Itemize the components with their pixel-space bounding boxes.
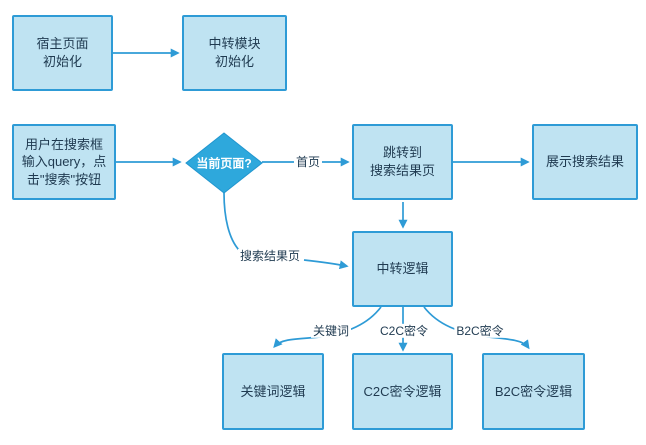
node-user-search-input-label: 用户在搜索框 输入query，点 击"搜索"按钮 (21, 136, 107, 187)
node-c2c-logic: C2C密令逻辑 (352, 353, 453, 430)
decision-diamond (185, 132, 263, 194)
edge-label-keyword: 关键词 (310, 323, 352, 339)
node-show-search-results: 展示搜索结果 (532, 124, 638, 200)
node-relay-logic: 中转逻辑 (352, 231, 453, 307)
edge-label-b2c-password: B2C密令 (454, 323, 506, 339)
node-c2c-logic-label: C2C密令逻辑 (363, 383, 442, 399)
node-b2c-logic: B2C密令逻辑 (482, 353, 585, 430)
node-keyword-logic: 关键词逻辑 (222, 353, 324, 430)
node-show-search-results-label: 展示搜索结果 (545, 154, 624, 170)
node-relay-logic-label: 中转逻辑 (376, 261, 429, 277)
edge-label-home-page: 首页 (293, 154, 323, 170)
node-relay-module-init: 中转模块 初始化 (182, 15, 287, 91)
node-host-init: 宿主页面 初始化 (12, 15, 113, 91)
node-keyword-logic-label: 关键词逻辑 (240, 383, 306, 399)
node-host-init-label: 宿主页面 初始化 (36, 36, 89, 69)
node-b2c-logic-label: B2C密令逻辑 (494, 383, 573, 399)
node-current-page-decision-label: 当前页面? (196, 156, 252, 171)
node-relay-module-init-label: 中转模块 初始化 (208, 36, 261, 69)
edge-label-search-result-page: 搜索结果页 (237, 248, 303, 264)
node-jump-to-serp-label: 跳转到 搜索结果页 (369, 145, 435, 178)
edge-label-c2c-password: C2C密令 (377, 323, 431, 339)
edge-serp-label-to-relay-logic (303, 259, 349, 270)
node-jump-to-serp: 跳转到 搜索结果页 (352, 124, 453, 200)
edge-decision-to-serp-label (223, 192, 240, 251)
node-user-search-input: 用户在搜索框 输入query，点 击"搜索"按钮 (12, 124, 116, 200)
